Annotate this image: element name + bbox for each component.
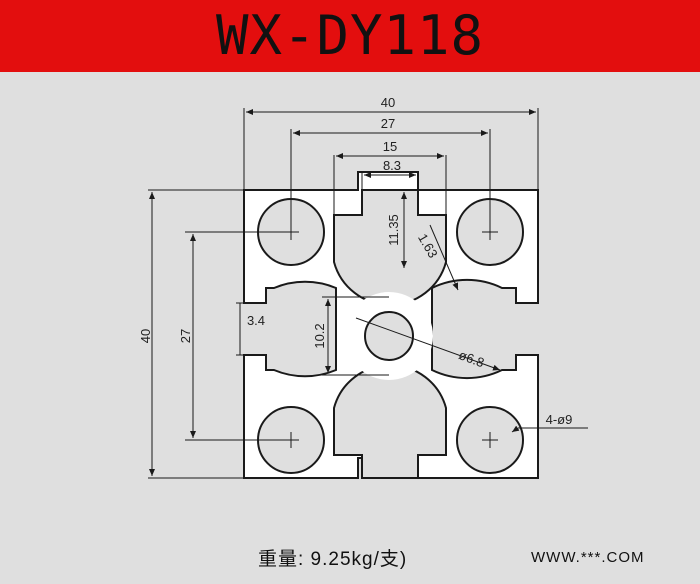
- dim-hole-spacing-y: 27: [178, 329, 193, 343]
- product-code-title: WX-DY118: [215, 4, 485, 67]
- dim-lip-thickness: 3.4: [247, 313, 265, 328]
- extension-lines: [148, 108, 539, 479]
- dim-slot-inner: 8.3: [383, 158, 401, 173]
- dim-center-hole: ø6.8: [457, 347, 487, 370]
- weight-label: 重量: 9.25kg/支): [258, 549, 408, 570]
- dim-corner-holes: 4-ø9: [546, 412, 573, 427]
- website-label: WWW.***.COM: [531, 549, 645, 566]
- dim-slot-outer: 15: [383, 139, 397, 154]
- center-hole: [364, 311, 414, 361]
- dimension-lines: [149, 109, 588, 476]
- title-banner: WX-DY118: [0, 0, 700, 72]
- dim-hole-spacing-x: 27: [381, 116, 395, 131]
- profile-drawing: 40 27 15 8.3 11.35 1.63 40 27 3.4 10.2 ø…: [138, 95, 588, 479]
- dim-overall-height: 40: [138, 329, 153, 343]
- dim-slot-depth: 11.35: [386, 214, 401, 246]
- dim-overall-width: 40: [381, 95, 395, 110]
- dim-core-width: 10.2: [312, 323, 327, 348]
